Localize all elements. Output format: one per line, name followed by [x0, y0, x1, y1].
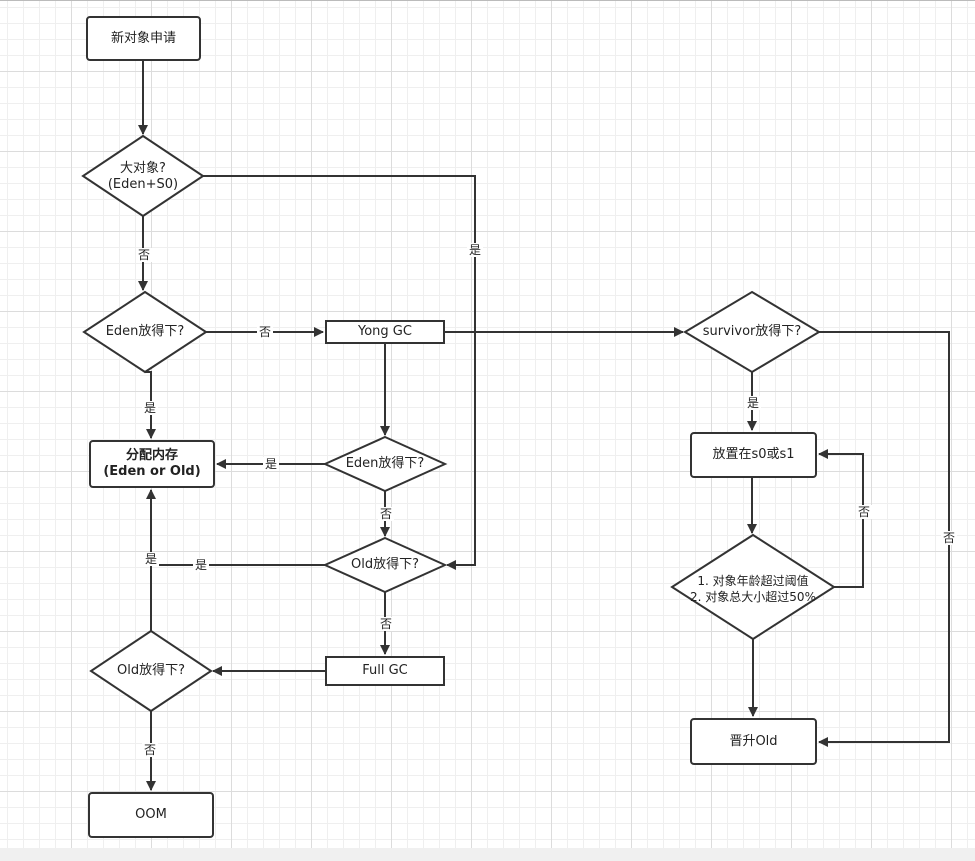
bottom-scroll-strip — [0, 848, 975, 861]
allocate-memory-line2: (Eden or Old) — [103, 464, 201, 479]
node-young-gc: Yong GC — [325, 320, 445, 344]
allocate-memory-line1: 分配内存 — [125, 448, 178, 463]
edge-label-old2-no: 否 — [142, 743, 159, 757]
old-fit-label-2: Old放得下? — [117, 663, 185, 678]
large-object-label: 大对象? (Eden+S0) — [83, 161, 203, 193]
edge-label-old1-no: 否 — [378, 617, 395, 631]
edge-label-eden2-no: 否 — [378, 507, 395, 521]
node-oom: OOM — [88, 792, 214, 838]
eden-fit-label-1: Eden放得下? — [105, 324, 185, 339]
edge-age-no — [818, 449, 864, 588]
edge-label-age-no: 否 — [856, 505, 873, 519]
eden-fit-label-2: Eden放得下? — [345, 456, 425, 471]
node-allocate-memory: 分配内存 (Eden or Old) — [89, 440, 215, 488]
edge-survivor-no — [818, 331, 950, 747]
edge-label-survivor-yes: 是 — [745, 396, 762, 410]
large-object-label-line1: 大对象? — [120, 161, 166, 176]
edge-label-old1-yes-a: 是 — [143, 552, 160, 566]
node-full-gc: Full GC — [325, 656, 445, 686]
edge-label-large-no: 否 — [136, 248, 153, 262]
age-check-label-line2: 2. 对象总大小超过50% — [690, 590, 816, 604]
edge-label-old1-yes-b: 是 — [193, 558, 210, 572]
survivor-fit-label: survivor放得下? — [702, 324, 802, 339]
edge-eden1-yes — [145, 371, 156, 439]
edge-label-eden1-yes: 是 — [142, 401, 159, 415]
edge-label-large-yes: 是 — [467, 243, 484, 257]
edge-label-eden2-yes: 是 — [263, 457, 280, 471]
old-fit-label-1: Old放得下? — [351, 557, 419, 572]
node-promote-old: 晋升Old — [690, 718, 817, 765]
edge-label-survivor-no: 否 — [941, 531, 958, 545]
top-border — [0, 0, 975, 1]
node-new-object-request: 新对象申请 — [86, 16, 201, 61]
large-object-label-line2: (Eden+S0) — [107, 177, 179, 192]
age-check-label-line1: 1. 对象年龄超过阈值 — [697, 574, 809, 588]
age-check-label: 1. 对象年龄超过阈值 2. 对象总大小超过50% — [672, 573, 834, 605]
edge-label-eden1-no: 否 — [257, 325, 274, 339]
node-place-s0-s1: 放置在s0或s1 — [690, 432, 817, 478]
edge-large-yes — [203, 175, 476, 570]
